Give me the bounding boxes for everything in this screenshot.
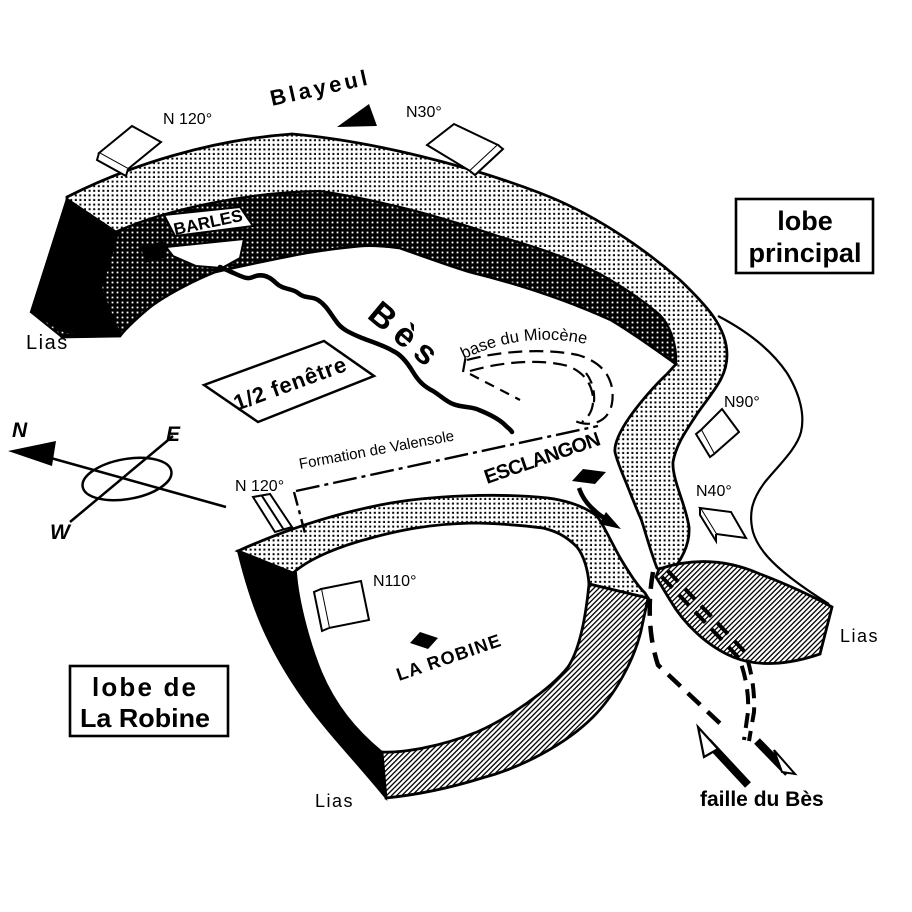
svg-text:Lias: Lias (315, 791, 354, 811)
svg-text:faille du Bès: faille du Bès (700, 788, 824, 811)
svg-text:N 120°: N 120° (163, 111, 212, 128)
svg-text:N: N (12, 419, 28, 442)
svg-text:La Robine: La Robine (80, 703, 210, 733)
svg-text:N110°: N110° (373, 573, 416, 590)
svg-text:N40°: N40° (696, 483, 732, 500)
svg-text:lobe de: lobe de (92, 672, 196, 702)
svg-text:E: E (166, 423, 181, 446)
svg-text:N 120°: N 120° (235, 478, 284, 495)
svg-text:Lias: Lias (26, 332, 69, 354)
svg-text:lobe: lobe (777, 206, 833, 236)
svg-text:Lias: Lias (840, 626, 879, 646)
svg-text:N90°: N90° (724, 394, 760, 411)
svg-text:N30°: N30° (406, 104, 442, 121)
svg-text:principal: principal (749, 238, 862, 268)
svg-text:W: W (50, 521, 72, 544)
